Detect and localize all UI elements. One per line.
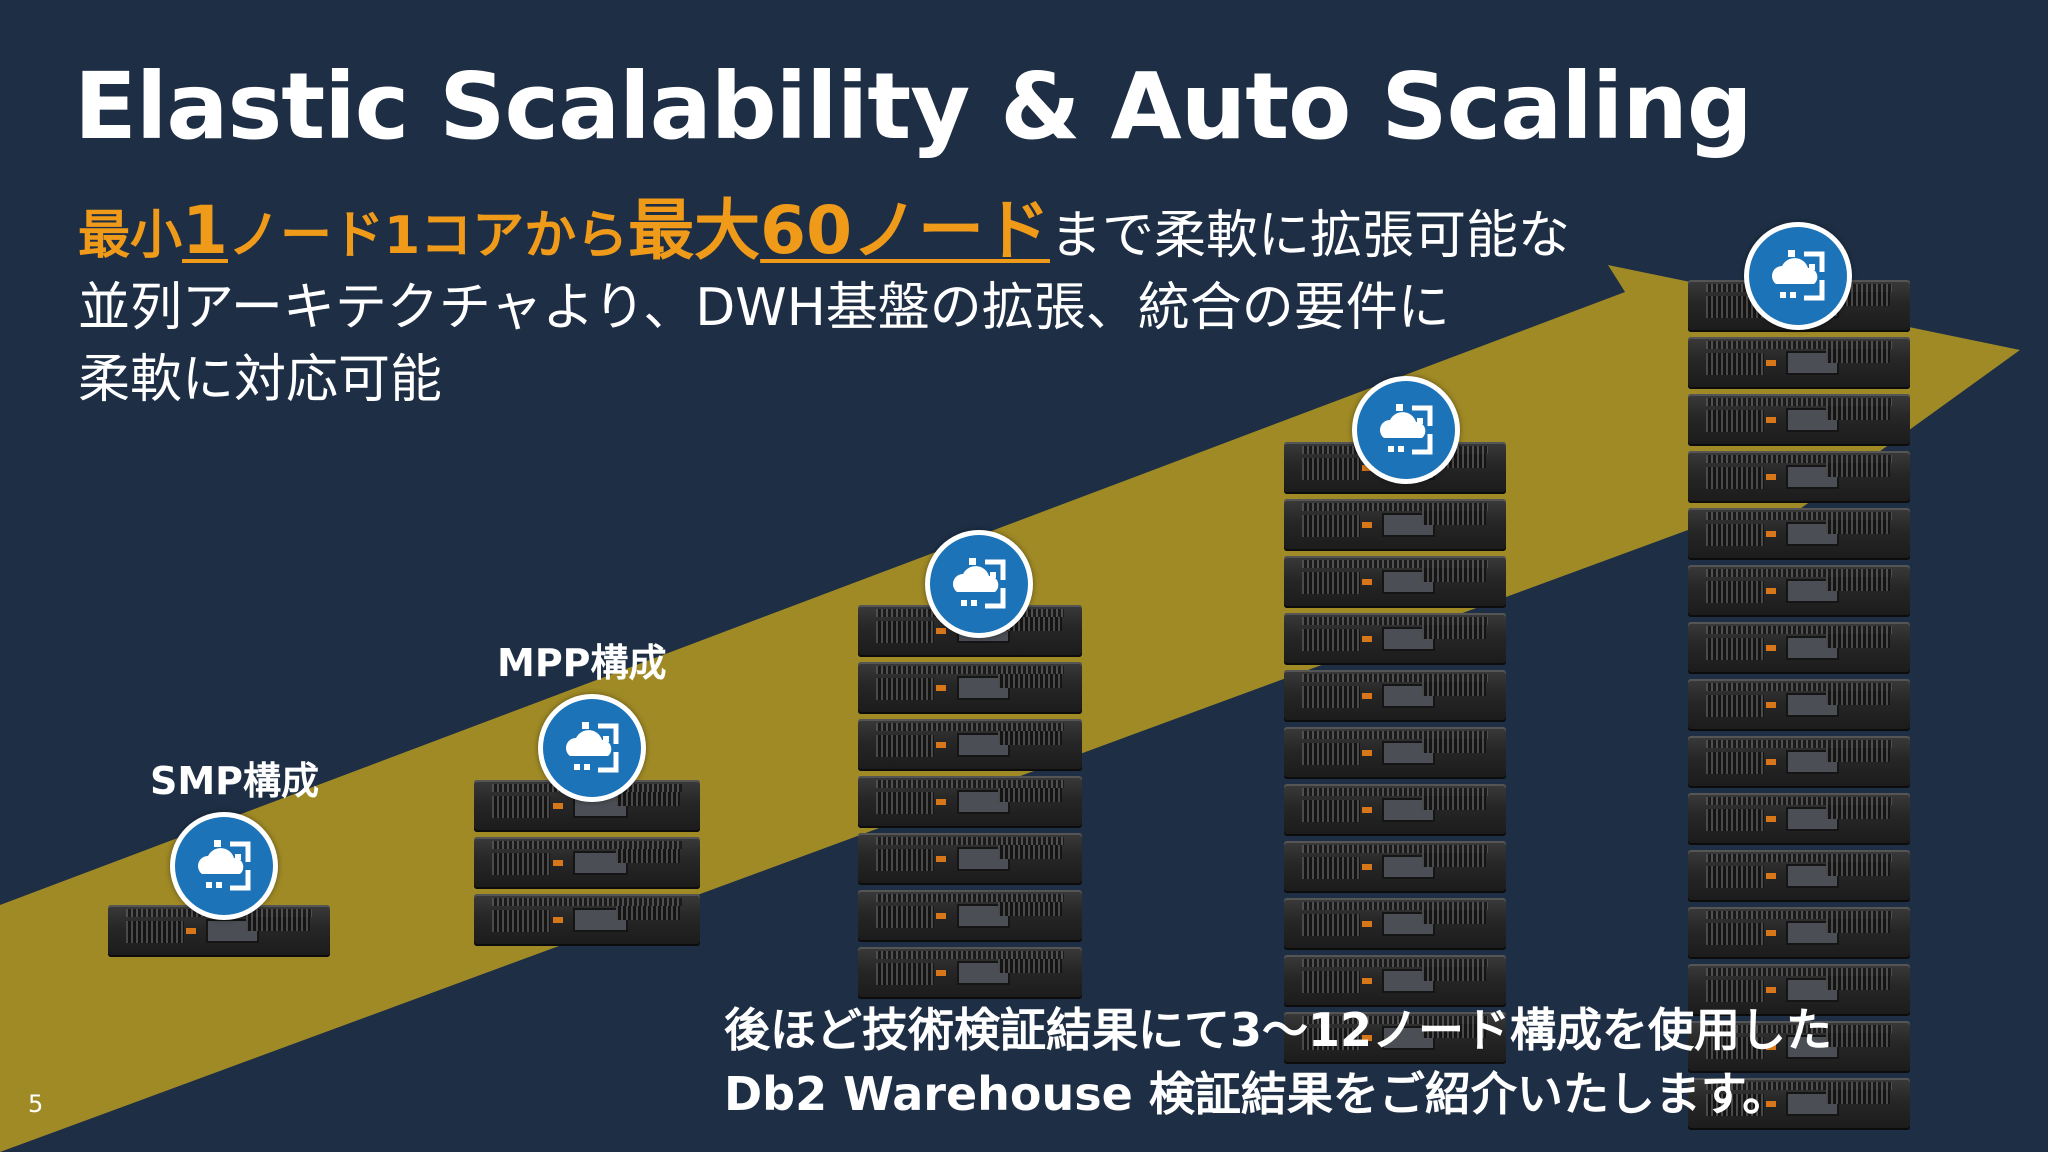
subtitle-line-3: 柔軟に対応可能 (78, 350, 443, 410)
server-unit (1284, 670, 1506, 722)
server-unit (1284, 784, 1506, 836)
server-unit (1688, 1021, 1910, 1073)
subtitle-line-1: 最小1ノード1コアから最大60ノードまで柔軟に拡張可能な (78, 192, 1571, 269)
server-unit (1284, 556, 1506, 608)
server-unit (1284, 841, 1506, 893)
verification-note: 後ほど技術検証結果にて3～12ノード構成を使用した Db2 Warehouse … (724, 998, 1832, 1126)
server-unit (474, 837, 700, 889)
server-unit (858, 833, 1082, 885)
server-unit (1284, 613, 1506, 665)
server-unit (858, 890, 1082, 942)
server-unit (858, 662, 1082, 714)
server-unit (1688, 622, 1910, 674)
server-unit (1688, 451, 1910, 503)
server-unit (858, 719, 1082, 771)
subtitle: 最小1ノード1コアから最大60ノードまで柔軟に拡張可能な 並列アーキテクチャより… (78, 195, 1570, 416)
db2-warehouse-cloud-icon (1352, 376, 1460, 484)
server-unit (474, 894, 700, 946)
smp-config-label: SMP構成 (150, 759, 320, 803)
slide-title: Elastic Scalability & Auto Scaling (74, 53, 1753, 160)
server-unit (1688, 850, 1910, 902)
server-unit (1688, 736, 1910, 788)
server-unit (1688, 679, 1910, 731)
db2-warehouse-cloud-icon (538, 694, 646, 802)
db2-warehouse-cloud-icon (1744, 222, 1852, 330)
server-unit (1688, 964, 1910, 1016)
server-unit (1688, 508, 1910, 560)
server-unit (1284, 898, 1506, 950)
server-unit (1284, 955, 1506, 1007)
note-line-1: 後ほど技術検証結果にて3～12ノード構成を使用した (724, 1003, 1833, 1057)
server-unit (1284, 727, 1506, 779)
server-unit (1688, 907, 1910, 959)
server-unit (1688, 793, 1910, 845)
server-unit (858, 776, 1082, 828)
note-line-2: Db2 Warehouse 検証結果をご紹介いたします。 (724, 1067, 1789, 1121)
server-unit (1284, 1012, 1506, 1064)
server-stack-3 (858, 605, 1082, 1004)
server-unit (1688, 337, 1910, 389)
db2-warehouse-cloud-icon (170, 812, 278, 920)
subtitle-line-2: 並列アーキテクチャより、DWH基盤の拡張、統合の要件に (78, 278, 1450, 338)
mpp-config-label: MPP構成 (497, 641, 667, 685)
server-unit (1688, 1078, 1910, 1130)
server-stack-2 (474, 780, 700, 951)
db2-warehouse-cloud-icon (925, 530, 1033, 638)
page-number: 5 (28, 1090, 44, 1118)
server-stack-4 (1284, 442, 1506, 1069)
server-unit (1284, 499, 1506, 551)
server-unit (1688, 565, 1910, 617)
server-unit (1688, 394, 1910, 446)
server-unit (858, 947, 1082, 999)
server-stack-5 (1688, 280, 1910, 1135)
